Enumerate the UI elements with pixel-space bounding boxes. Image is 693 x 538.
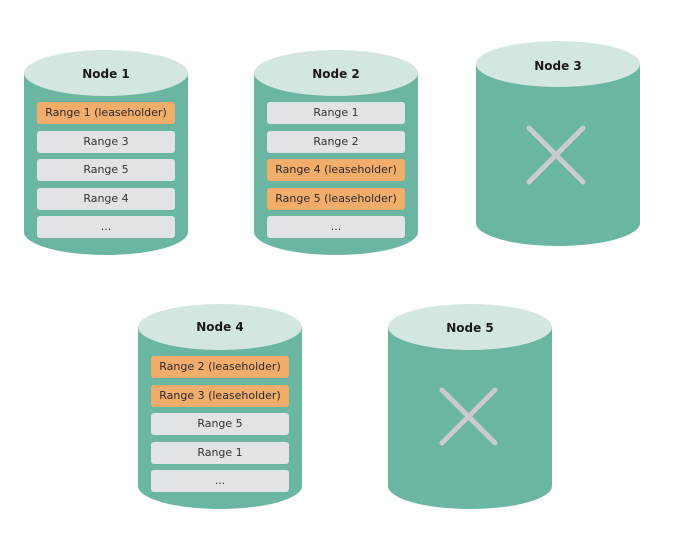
cylinder-top (388, 304, 552, 350)
cylinder-top (476, 41, 640, 87)
node-label: Node 4 (196, 320, 244, 334)
range-item: Range 4 (37, 187, 175, 210)
cylinder-top (138, 304, 302, 350)
range-item: Range 3 (37, 130, 175, 153)
node-3-cylinder: Node 3 (476, 41, 640, 246)
cylinder-top (254, 50, 418, 96)
node-label: Node 1 (82, 67, 130, 81)
range-item: Range 2 (leaseholder) (151, 356, 289, 378)
cross-icon (439, 387, 498, 446)
range-item: Range 1 (267, 102, 405, 124)
range-item: Range 5 (37, 159, 175, 182)
range-item: Range 5 (151, 413, 289, 436)
node-1-cylinder: Node 1 Range 1 (leaseholder) Range 3 Ran… (24, 50, 188, 255)
node-label: Node 5 (446, 321, 494, 335)
node-2-cylinder: Node 2 Range 1 Range 2 Range 4 (leasehol… (254, 50, 418, 255)
range-item: Range 2 (267, 130, 405, 153)
range-item: ... (267, 216, 405, 239)
range-item: Range 5 (leaseholder) (267, 187, 405, 210)
range-item: Range 3 (leaseholder) (151, 384, 289, 407)
range-item: ... (151, 470, 289, 493)
node-label: Node 3 (534, 59, 582, 73)
cylinder-top (24, 50, 188, 96)
range-list: Range 2 (leaseholder) Range 3 (leasehold… (151, 356, 289, 499)
range-item: ... (37, 216, 175, 239)
cross-icon (526, 125, 586, 185)
range-item: Range 1 (leaseholder) (37, 102, 175, 124)
range-list: Range 1 (leaseholder) Range 3 Range 5 Ra… (37, 102, 175, 245)
node-5-cylinder: Node 5 (388, 304, 552, 509)
node-4-cylinder: Node 4 Range 2 (leaseholder) Range 3 (le… (138, 304, 302, 509)
range-item: Range 4 (leaseholder) (267, 159, 405, 182)
range-list: Range 1 Range 2 Range 4 (leaseholder) Ra… (267, 102, 405, 245)
range-item: Range 1 (151, 441, 289, 464)
node-label: Node 2 (312, 67, 360, 81)
